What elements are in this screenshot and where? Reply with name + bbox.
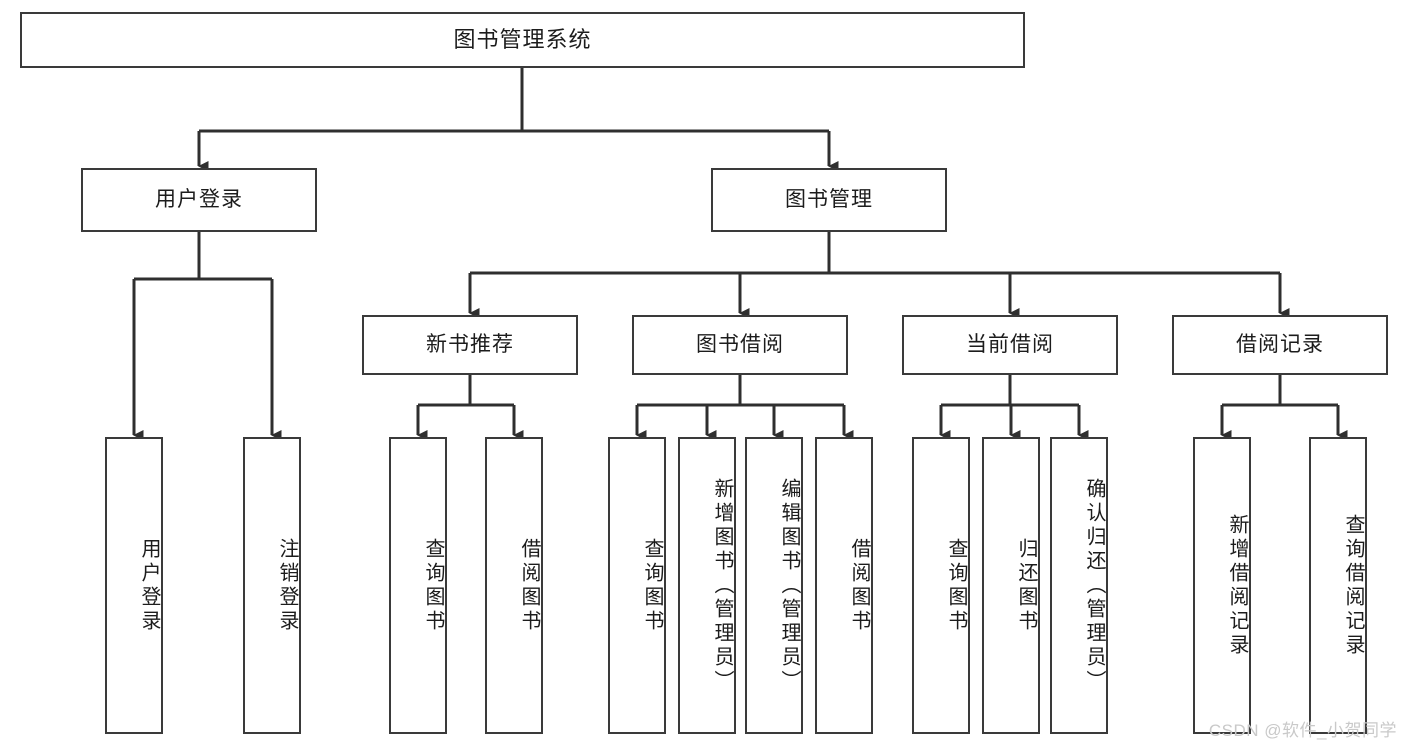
node-borrow-record[interactable]: 借阅记录 bbox=[1172, 315, 1388, 375]
leaf-label: 用户登录 bbox=[138, 537, 160, 634]
leaf-borrow-query-book[interactable]: 查询图书 bbox=[608, 437, 666, 734]
leaf-label: 借阅图书 bbox=[518, 537, 540, 634]
leaf-borrow-borrow-book[interactable]: 借阅图书 bbox=[815, 437, 873, 734]
leaf-label: 注销登录 bbox=[276, 537, 298, 634]
leaf-recommend-borrow-book[interactable]: 借阅图书 bbox=[485, 437, 543, 734]
leaf-recommend-query-book[interactable]: 查询图书 bbox=[389, 437, 447, 734]
leaf-label: 归还图书 bbox=[1015, 537, 1037, 634]
node-current-borrow[interactable]: 当前借阅 bbox=[902, 315, 1118, 375]
node-root-system[interactable]: 图书管理系统 bbox=[20, 12, 1025, 68]
leaf-current-return-book[interactable]: 归还图书 bbox=[982, 437, 1040, 734]
node-book-management[interactable]: 图书管理 bbox=[711, 168, 947, 232]
watermark-text: CSDN @软件_小贺同学 bbox=[1208, 721, 1397, 740]
leaf-label: 查询图书 bbox=[945, 537, 967, 634]
leaf-record-add-record[interactable]: 新增借阅记录 bbox=[1193, 437, 1251, 734]
leaf-label: 查询借阅记录 bbox=[1342, 513, 1364, 658]
node-user-login[interactable]: 用户登录 bbox=[81, 168, 317, 232]
leaf-current-confirm-return-admin[interactable]: 确认归还（管理员） bbox=[1050, 437, 1108, 734]
leaf-label: 新增借阅记录 bbox=[1226, 513, 1248, 658]
leaf-borrow-edit-book-admin[interactable]: 编辑图书（管理员） bbox=[745, 437, 803, 734]
leaf-user-login-signin[interactable]: 用户登录 bbox=[105, 437, 163, 734]
leaf-label: 确认归还（管理员） bbox=[1083, 477, 1105, 694]
leaf-label: 新增图书（管理员） bbox=[711, 477, 733, 694]
leaf-label: 编辑图书（管理员） bbox=[778, 477, 800, 694]
leaf-current-query-book[interactable]: 查询图书 bbox=[912, 437, 970, 734]
node-new-book-recommend[interactable]: 新书推荐 bbox=[362, 315, 578, 375]
leaf-label: 借阅图书 bbox=[848, 537, 870, 634]
leaf-borrow-add-book-admin[interactable]: 新增图书（管理员） bbox=[678, 437, 736, 734]
leaf-label: 查询图书 bbox=[641, 537, 663, 634]
leaf-user-login-signout[interactable]: 注销登录 bbox=[243, 437, 301, 734]
leaf-record-query-record[interactable]: 查询借阅记录 bbox=[1309, 437, 1367, 734]
leaf-label: 查询图书 bbox=[422, 537, 444, 634]
node-book-borrow[interactable]: 图书借阅 bbox=[632, 315, 848, 375]
